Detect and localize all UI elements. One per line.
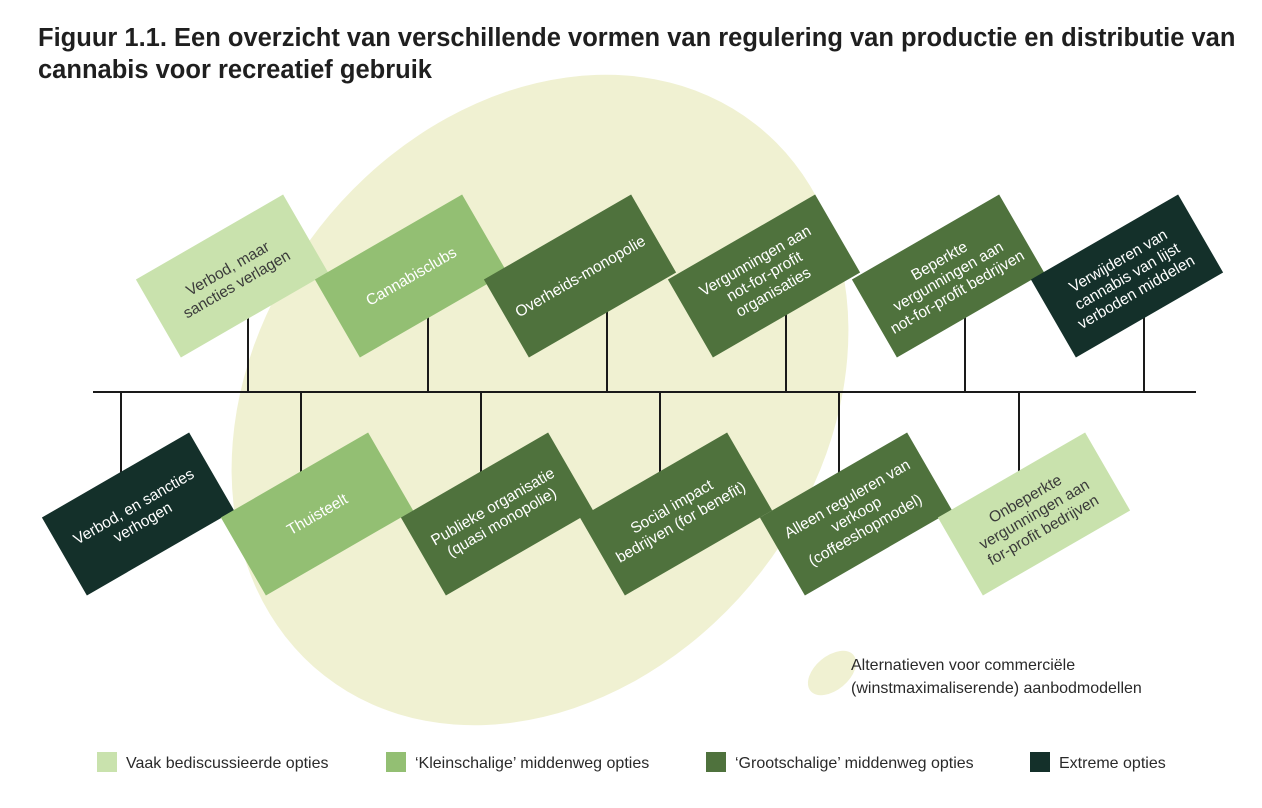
legend-label-groot: ‘Grootschalige’ middenweg opties (735, 755, 974, 772)
commercial-alternatives-ellipse (231, 74, 849, 726)
figure-title: Figuur 1.1. Een overzicht van verschille… (38, 24, 1236, 84)
option-bottom-1-box (41, 432, 235, 596)
category-legend: Vaak bediscussieerde opties ‘Kleinschalig… (97, 752, 1166, 772)
legend-label-klein: ‘Kleinschalige’ middenweg opties (415, 755, 649, 772)
option-bottom-6-box (937, 432, 1131, 596)
option-top-3-box (483, 194, 677, 358)
option-top-1-box (135, 194, 329, 358)
option-top-4-box (667, 194, 861, 358)
option-top-2: Cannabisclubs (314, 194, 508, 358)
option-bottom-4-box (579, 432, 773, 596)
option-bottom-2: Thuisteelt (220, 432, 414, 596)
ellipse-legend-swatch (807, 650, 857, 696)
legend-swatch-groot (706, 752, 726, 772)
commercial-alternatives-region (231, 74, 849, 726)
timeline-axis (93, 305, 1196, 485)
option-top-5-box (851, 194, 1045, 358)
option-bottom-3-box (400, 432, 594, 596)
ellipse-legend-label: Alternatieven voor commerciële (851, 657, 1075, 674)
option-bottom-5-box (759, 432, 953, 596)
legend-swatch-extreem (1030, 752, 1050, 772)
legend-swatch-klein (386, 752, 406, 772)
legend-label-vaak: Vaak bediscussieerde opties (126, 755, 329, 772)
option-top-6-box (1030, 194, 1224, 358)
legend-swatch-vaak (97, 752, 117, 772)
legend-label-extreem: Extreme opties (1059, 755, 1166, 772)
option-top-4: Vergunningen aannot-for-profitorganisati… (667, 194, 861, 358)
ellipse-legend: Alternatieven voor commerciële (winstmaxi… (807, 650, 1142, 697)
option-bottom-2-box (220, 432, 414, 596)
ellipse-legend-label: (winstmaximaliserende) aanbodmodellen (851, 680, 1142, 697)
option-bottom-5: Alleen reguleren vanverkoop(coffeeshopmo… (759, 432, 953, 596)
option-top-2-box (314, 194, 508, 358)
